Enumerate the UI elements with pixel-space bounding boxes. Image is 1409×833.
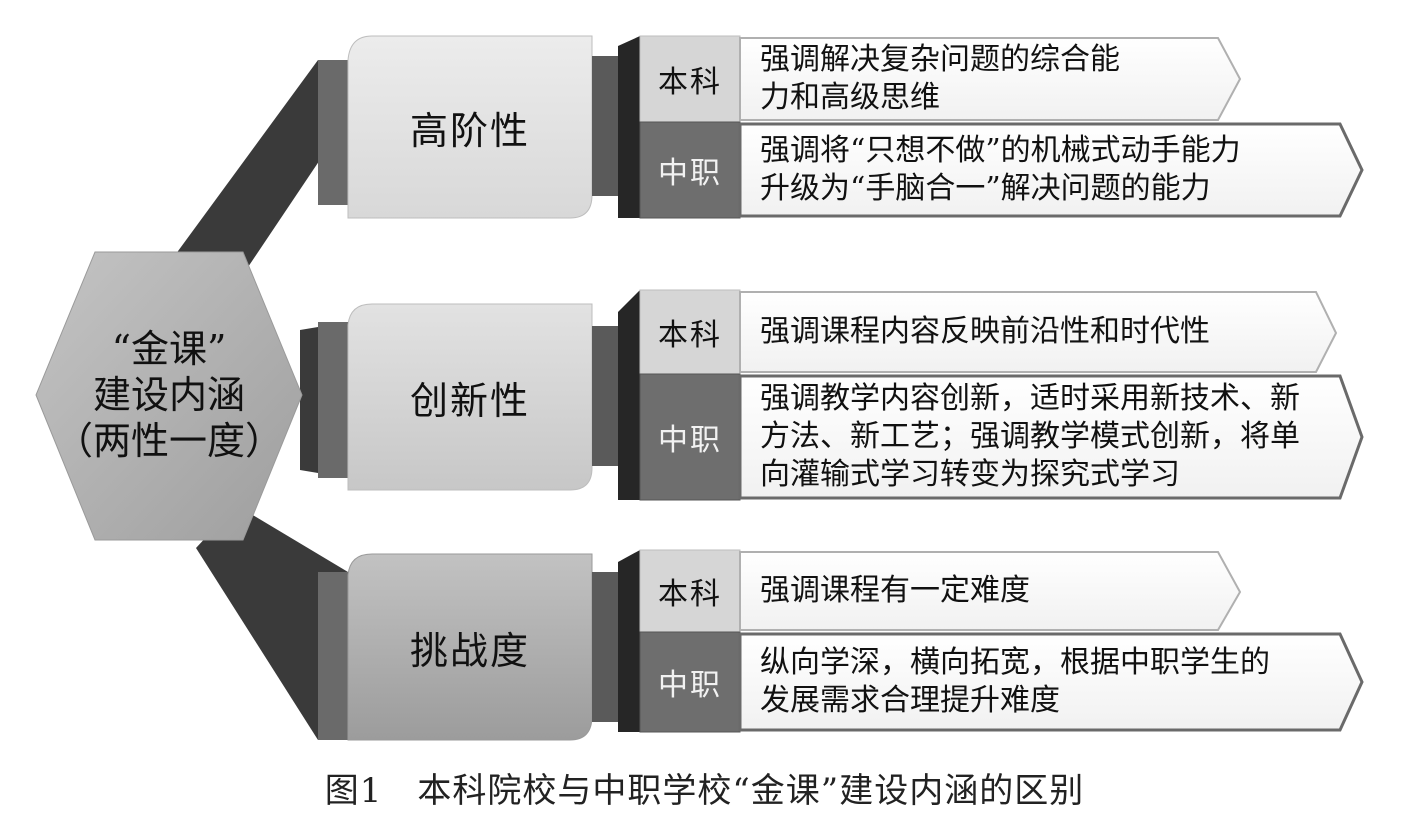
block-1-right-link — [592, 56, 618, 196]
block-2-right-link-dark — [618, 290, 640, 500]
connector-mid-cap — [318, 322, 348, 478]
connector-top — [170, 60, 348, 285]
block-1-right-link-dark — [618, 36, 640, 218]
center-hexagon — [35, 251, 303, 541]
aspect-3-undergrad-tag: 本科 — [658, 577, 722, 612]
center-label-line-2: 建设内涵 — [92, 373, 245, 417]
aspect-3-name: 挑战度 — [409, 628, 530, 673]
block-3-right-link-dark — [618, 550, 640, 732]
aspect-2-vocational-desc: 强调教学内容创新，适时采用新技术、新 方法、新工艺；强调教学模式创新，将单 向灌… — [760, 381, 1300, 492]
desc-arrow-3-undergrad — [739, 551, 1242, 631]
aspect-2-undergrad-tag: 本科 — [658, 318, 722, 353]
block-2-right-link — [592, 326, 618, 466]
aspect-1-name: 高阶性 — [409, 108, 530, 153]
aspect-3-undergrad-desc: 强调课程有一定难度 — [760, 573, 1030, 608]
desc-arrow-1-undergrad — [739, 37, 1242, 121]
aspect-3-vocational-tag: 中职 — [658, 668, 722, 703]
desc-arrow-1-vocational — [738, 122, 1364, 218]
connector-top-cap — [318, 60, 348, 205]
tag-cell-2-undergrad — [639, 289, 741, 375]
desc-arrow-2-undergrad — [739, 291, 1338, 373]
aspect-block-2-shape — [347, 303, 593, 491]
center-label: “金课” 建设内涵 （两性一度） — [36, 300, 302, 490]
tag-cell-1-vocational — [639, 121, 741, 219]
center-label-line-3: （两性一度） — [54, 419, 283, 463]
connector-bottom-cap — [318, 572, 348, 740]
tag-cell-3-undergrad — [639, 549, 741, 633]
aspect-2-vocational-tag: 中职 — [658, 423, 722, 458]
aspect-3-vocational-desc: 纵向学深，横向拓宽，根据中职学生的 发展需求合理提升难度 — [760, 645, 1270, 718]
aspect-1-vocational-desc: 强调将“只想不做”的机械式动手能力 升级为“手脑合一”解决问题的能力 — [760, 133, 1241, 206]
tag-cell-3-vocational — [639, 631, 741, 733]
connector-bottom — [196, 505, 348, 740]
aspect-1-vocational-tag: 中职 — [658, 156, 722, 191]
figure-caption: 图1 本科院校与中职学校“金课”建设内涵的区别 — [324, 770, 1085, 811]
tag-cell-2-vocational — [639, 373, 741, 501]
aspect-2-undergrad-desc: 强调课程内容反映前沿性和时代性 — [760, 314, 1210, 349]
aspect-2-name: 创新性 — [409, 378, 530, 423]
block-3-right-link — [592, 572, 618, 722]
center-label-line-1: “金课” — [111, 327, 227, 371]
desc-arrow-3-vocational — [738, 632, 1364, 732]
desc-arrow-2-vocational — [738, 374, 1364, 500]
aspect-1-undergrad-tag: 本科 — [658, 65, 722, 100]
aspect-1-undergrad-desc: 强调解决复杂问题的综合能 力和高级思维 — [760, 42, 1120, 115]
